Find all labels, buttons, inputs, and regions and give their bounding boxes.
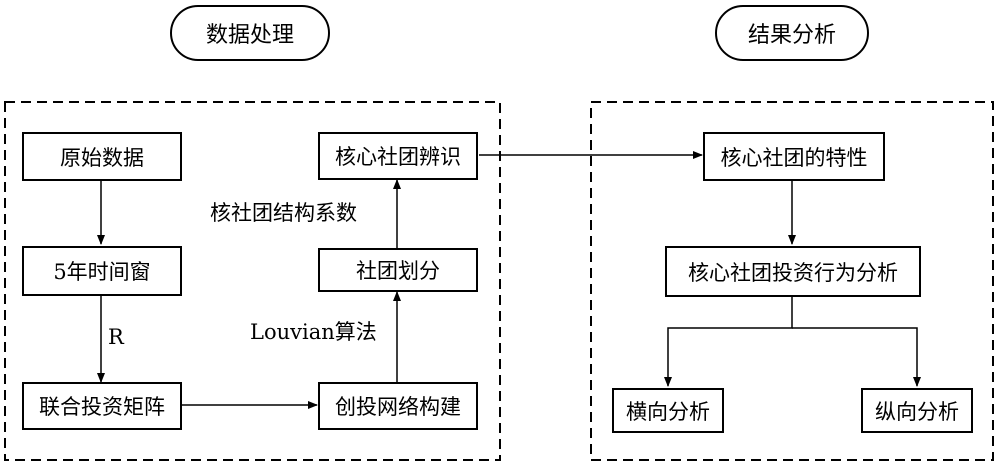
vertical-analysis-node: 纵向分析	[861, 388, 973, 433]
edge-label-louvain: Louvian算法	[250, 320, 377, 344]
network-build-node: 创投网络构建	[318, 382, 478, 430]
arrow-behavior-branch	[664, 297, 793, 387]
raw-data-node: 原始数据	[22, 132, 182, 181]
processing-section-title: 数据处理	[170, 5, 330, 61]
processing-frame	[4, 101, 501, 461]
core-behavior-node: 核心社团投资行为分析	[665, 246, 921, 297]
analysis-frame	[590, 101, 994, 461]
core-identify-node: 核心社团辨识	[318, 132, 478, 180]
edge-label-r: R	[108, 325, 124, 349]
community-division-node: 社团划分	[318, 248, 478, 292]
analysis-section-title: 结果分析	[715, 5, 869, 61]
time-window-node: 5年时间窗	[22, 246, 182, 296]
horizontal-analysis-node: 横向分析	[612, 388, 724, 433]
core-traits-node: 核心社团的特性	[703, 132, 885, 181]
joint-matrix-node: 联合投资矩阵	[22, 382, 182, 430]
edge-label-core-coefficient: 核社团结构系数	[210, 201, 357, 225]
arrow-behavior-branch-right	[792, 327, 921, 387]
